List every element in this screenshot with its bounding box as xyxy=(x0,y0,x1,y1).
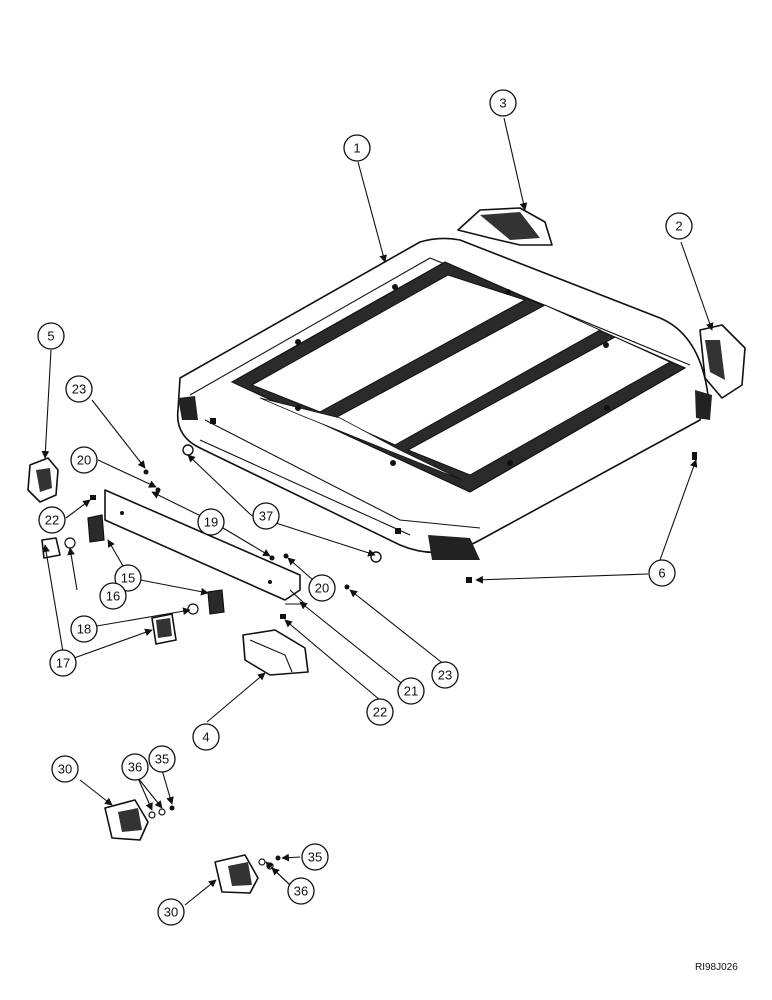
part-15-lamp-left xyxy=(87,514,105,543)
callout-5: 5 xyxy=(37,322,65,350)
part-4-cover xyxy=(242,629,309,676)
callout-2: 2 xyxy=(665,212,693,240)
callout-22-upper: 22 xyxy=(38,506,66,534)
callout-3: 3 xyxy=(489,89,517,117)
callout-19: 19 xyxy=(197,508,225,536)
callout-22-lower-label: 22 xyxy=(373,705,387,720)
callout-20-upper-label: 20 xyxy=(77,453,91,468)
hardware-fasteners xyxy=(90,444,697,619)
callout-37-label: 37 xyxy=(259,509,273,524)
callout-15: 15 xyxy=(114,564,142,592)
callout-6: 6 xyxy=(648,559,676,587)
callout-20-upper: 20 xyxy=(70,446,98,474)
callout-1: 1 xyxy=(343,134,371,162)
part-2-cover xyxy=(699,324,746,399)
callout-17-label: 17 xyxy=(56,656,70,671)
callout-3-label: 3 xyxy=(499,96,506,111)
callout-6-label: 6 xyxy=(658,566,665,581)
part-35-36-washers xyxy=(148,805,281,870)
part-30-lamp-upper xyxy=(104,799,149,841)
callout-4-label: 4 xyxy=(202,730,209,745)
callout-35-lower-label: 35 xyxy=(308,850,322,865)
callout-35-upper: 35 xyxy=(148,745,176,773)
part-30-lamp-lower xyxy=(214,854,259,894)
callout-30-lower-label: 30 xyxy=(164,905,178,920)
callout-4: 4 xyxy=(192,723,220,751)
callout-23-upper: 23 xyxy=(65,375,93,403)
part-3-cover xyxy=(457,207,553,246)
roof-panel xyxy=(176,237,712,560)
callout-21-label: 21 xyxy=(404,684,418,699)
callout-23-upper-label: 23 xyxy=(72,382,86,397)
reference-code: RI98J026 xyxy=(695,962,738,973)
callout-17: 17 xyxy=(49,649,77,677)
callout-16-label: 16 xyxy=(106,589,120,604)
callout-21: 21 xyxy=(397,677,425,705)
callout-36-upper: 36 xyxy=(121,753,149,781)
callout-22-lower: 22 xyxy=(366,698,394,726)
callout-35-upper-label: 35 xyxy=(155,752,169,767)
part-15-lamp xyxy=(207,589,225,615)
callout-16: 16 xyxy=(99,582,127,610)
callout-2-label: 2 xyxy=(675,219,682,234)
callout-23-lower-label: 23 xyxy=(438,668,452,683)
callout-35-lower: 35 xyxy=(301,843,329,871)
callout-20-lower-label: 20 xyxy=(315,581,329,596)
callout-18-label: 18 xyxy=(77,622,91,637)
part-16-bracket xyxy=(104,489,307,605)
part-5-lamp xyxy=(27,457,59,503)
callout-18: 18 xyxy=(70,615,98,643)
callout-15-label: 15 xyxy=(121,571,135,586)
callout-19-label: 19 xyxy=(204,515,218,530)
callout-20-lower: 20 xyxy=(308,574,336,602)
callout-30-upper: 30 xyxy=(51,755,79,783)
callout-30-upper-label: 30 xyxy=(58,762,72,777)
callout-36-lower-label: 36 xyxy=(294,884,308,899)
callout-5-label: 5 xyxy=(47,329,54,344)
callout-36-upper-label: 36 xyxy=(128,760,142,775)
callout-37: 37 xyxy=(252,502,280,530)
callout-36-lower: 36 xyxy=(287,877,315,905)
callout-1-label: 1 xyxy=(353,141,360,156)
callout-22-upper-label: 22 xyxy=(45,513,59,528)
callout-23-lower: 23 xyxy=(431,661,459,689)
callout-30-lower: 30 xyxy=(157,898,185,926)
